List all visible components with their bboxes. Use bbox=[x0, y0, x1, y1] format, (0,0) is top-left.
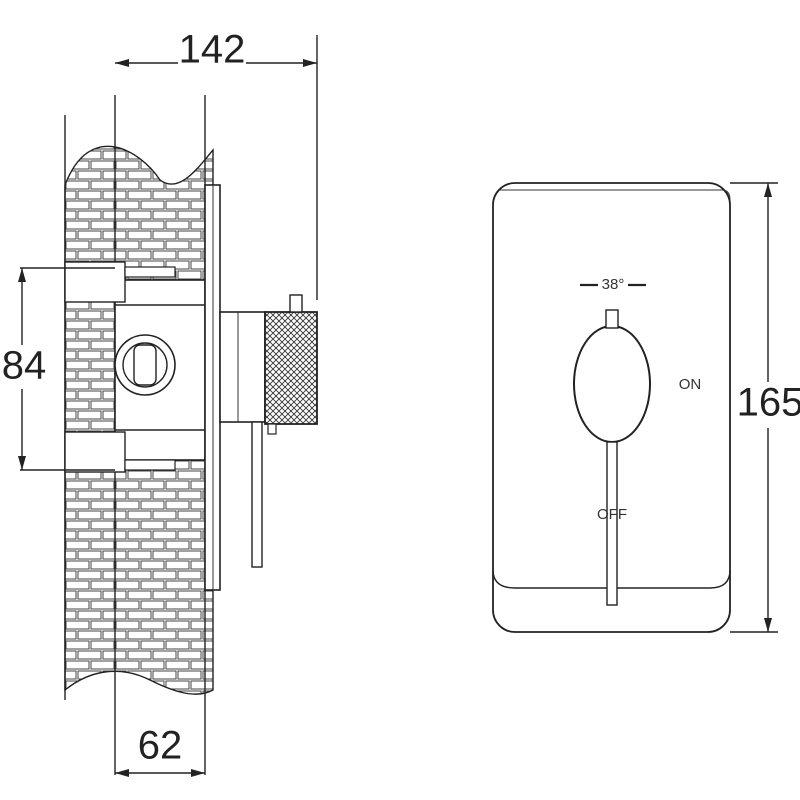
inlet-pipe-bottom bbox=[64, 431, 126, 473]
outlet-port-inner bbox=[122, 342, 168, 388]
handle-pin bbox=[289, 294, 303, 313]
off-label: OFF bbox=[597, 506, 627, 523]
dim-142-label: 142 bbox=[179, 28, 246, 72]
plate-bevel bbox=[500, 189, 731, 201]
valve-stem bbox=[219, 311, 266, 423]
front-view: 38° ON OFF 165 bbox=[492, 182, 800, 633]
knurled-handle bbox=[264, 311, 318, 425]
inlet-nut-bottom bbox=[124, 459, 176, 471]
lever-nub bbox=[267, 423, 277, 435]
dim-84-label: 84 bbox=[2, 344, 47, 388]
handle-top-pin bbox=[605, 309, 619, 329]
temp-label: 38° bbox=[602, 276, 625, 293]
on-label: ON bbox=[679, 376, 702, 393]
dim-62-label: 62 bbox=[138, 724, 183, 768]
handle-disc bbox=[573, 325, 651, 443]
outlet-port-insert bbox=[133, 344, 157, 386]
handle-lever bbox=[251, 421, 263, 568]
inlet-nut-top bbox=[124, 266, 176, 278]
side-view: 142 84 62 bbox=[2, 28, 318, 777]
dim-165-label: 165 bbox=[737, 381, 800, 425]
handle-lever-front bbox=[606, 441, 618, 606]
